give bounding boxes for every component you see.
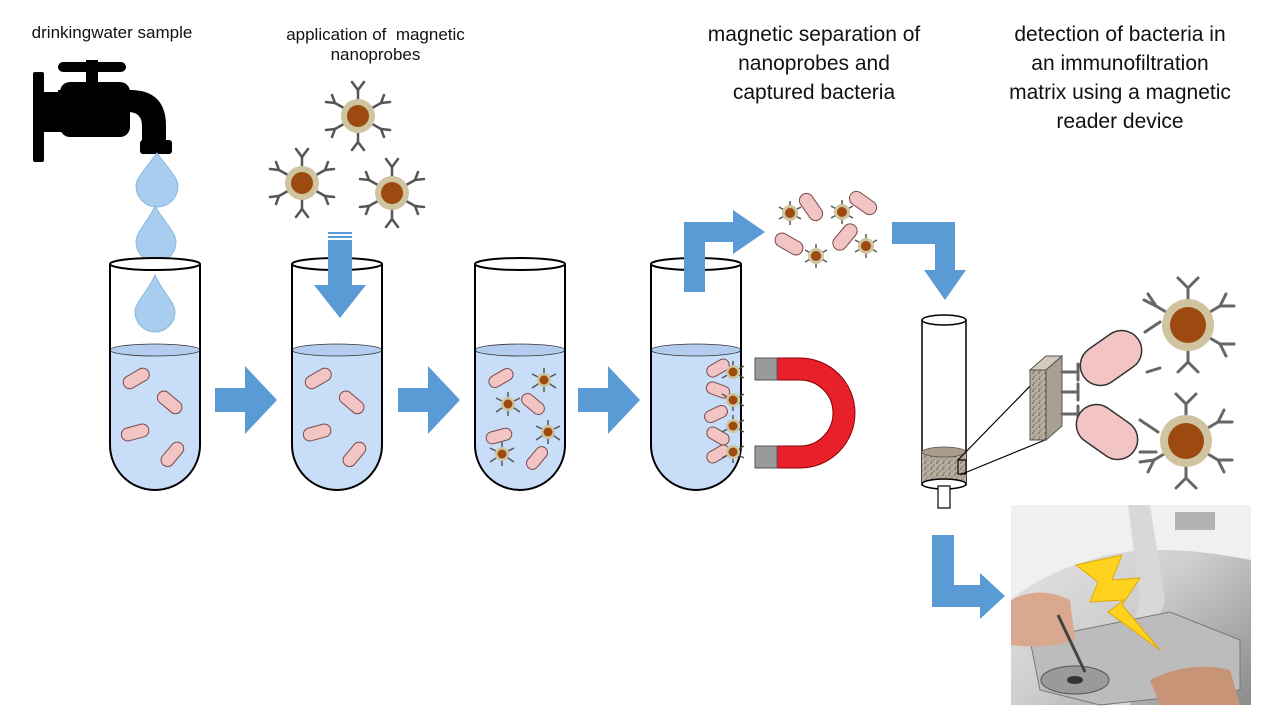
- separated-cluster: [774, 190, 878, 268]
- filter-column-icon: [921, 314, 1046, 509]
- test-tube-1: [109, 257, 201, 491]
- tap-icon: [33, 60, 172, 162]
- step-arrows: [215, 366, 640, 434]
- water-drop-icon: [134, 152, 179, 333]
- step1-label: drinkingwater sample: [31, 23, 193, 42]
- nanoprobe-icon: [268, 147, 336, 219]
- step4-label: detection of bacteria in an immunofiltra…: [1009, 23, 1231, 133]
- matrix-zoom: [1028, 276, 1236, 490]
- bent-up-arrow: [684, 210, 765, 292]
- step2-label: application of magnetic nanoprobes: [286, 25, 465, 65]
- magnet-icon: [754, 357, 856, 469]
- down-arrow: [314, 232, 366, 318]
- nanoprobe-icon: [324, 80, 392, 152]
- l-arrow: [932, 535, 1005, 619]
- test-tube-2: [291, 257, 383, 491]
- test-tube-3: [474, 257, 566, 491]
- test-tube-4: [650, 257, 745, 491]
- nanoprobe-icon: [358, 157, 426, 229]
- bent-down-arrow: [892, 222, 966, 300]
- reader-device-photo: [1011, 505, 1251, 706]
- lightning-icon: [1074, 554, 1161, 651]
- step3-label: magnetic separation of nanoprobes and ca…: [707, 23, 921, 104]
